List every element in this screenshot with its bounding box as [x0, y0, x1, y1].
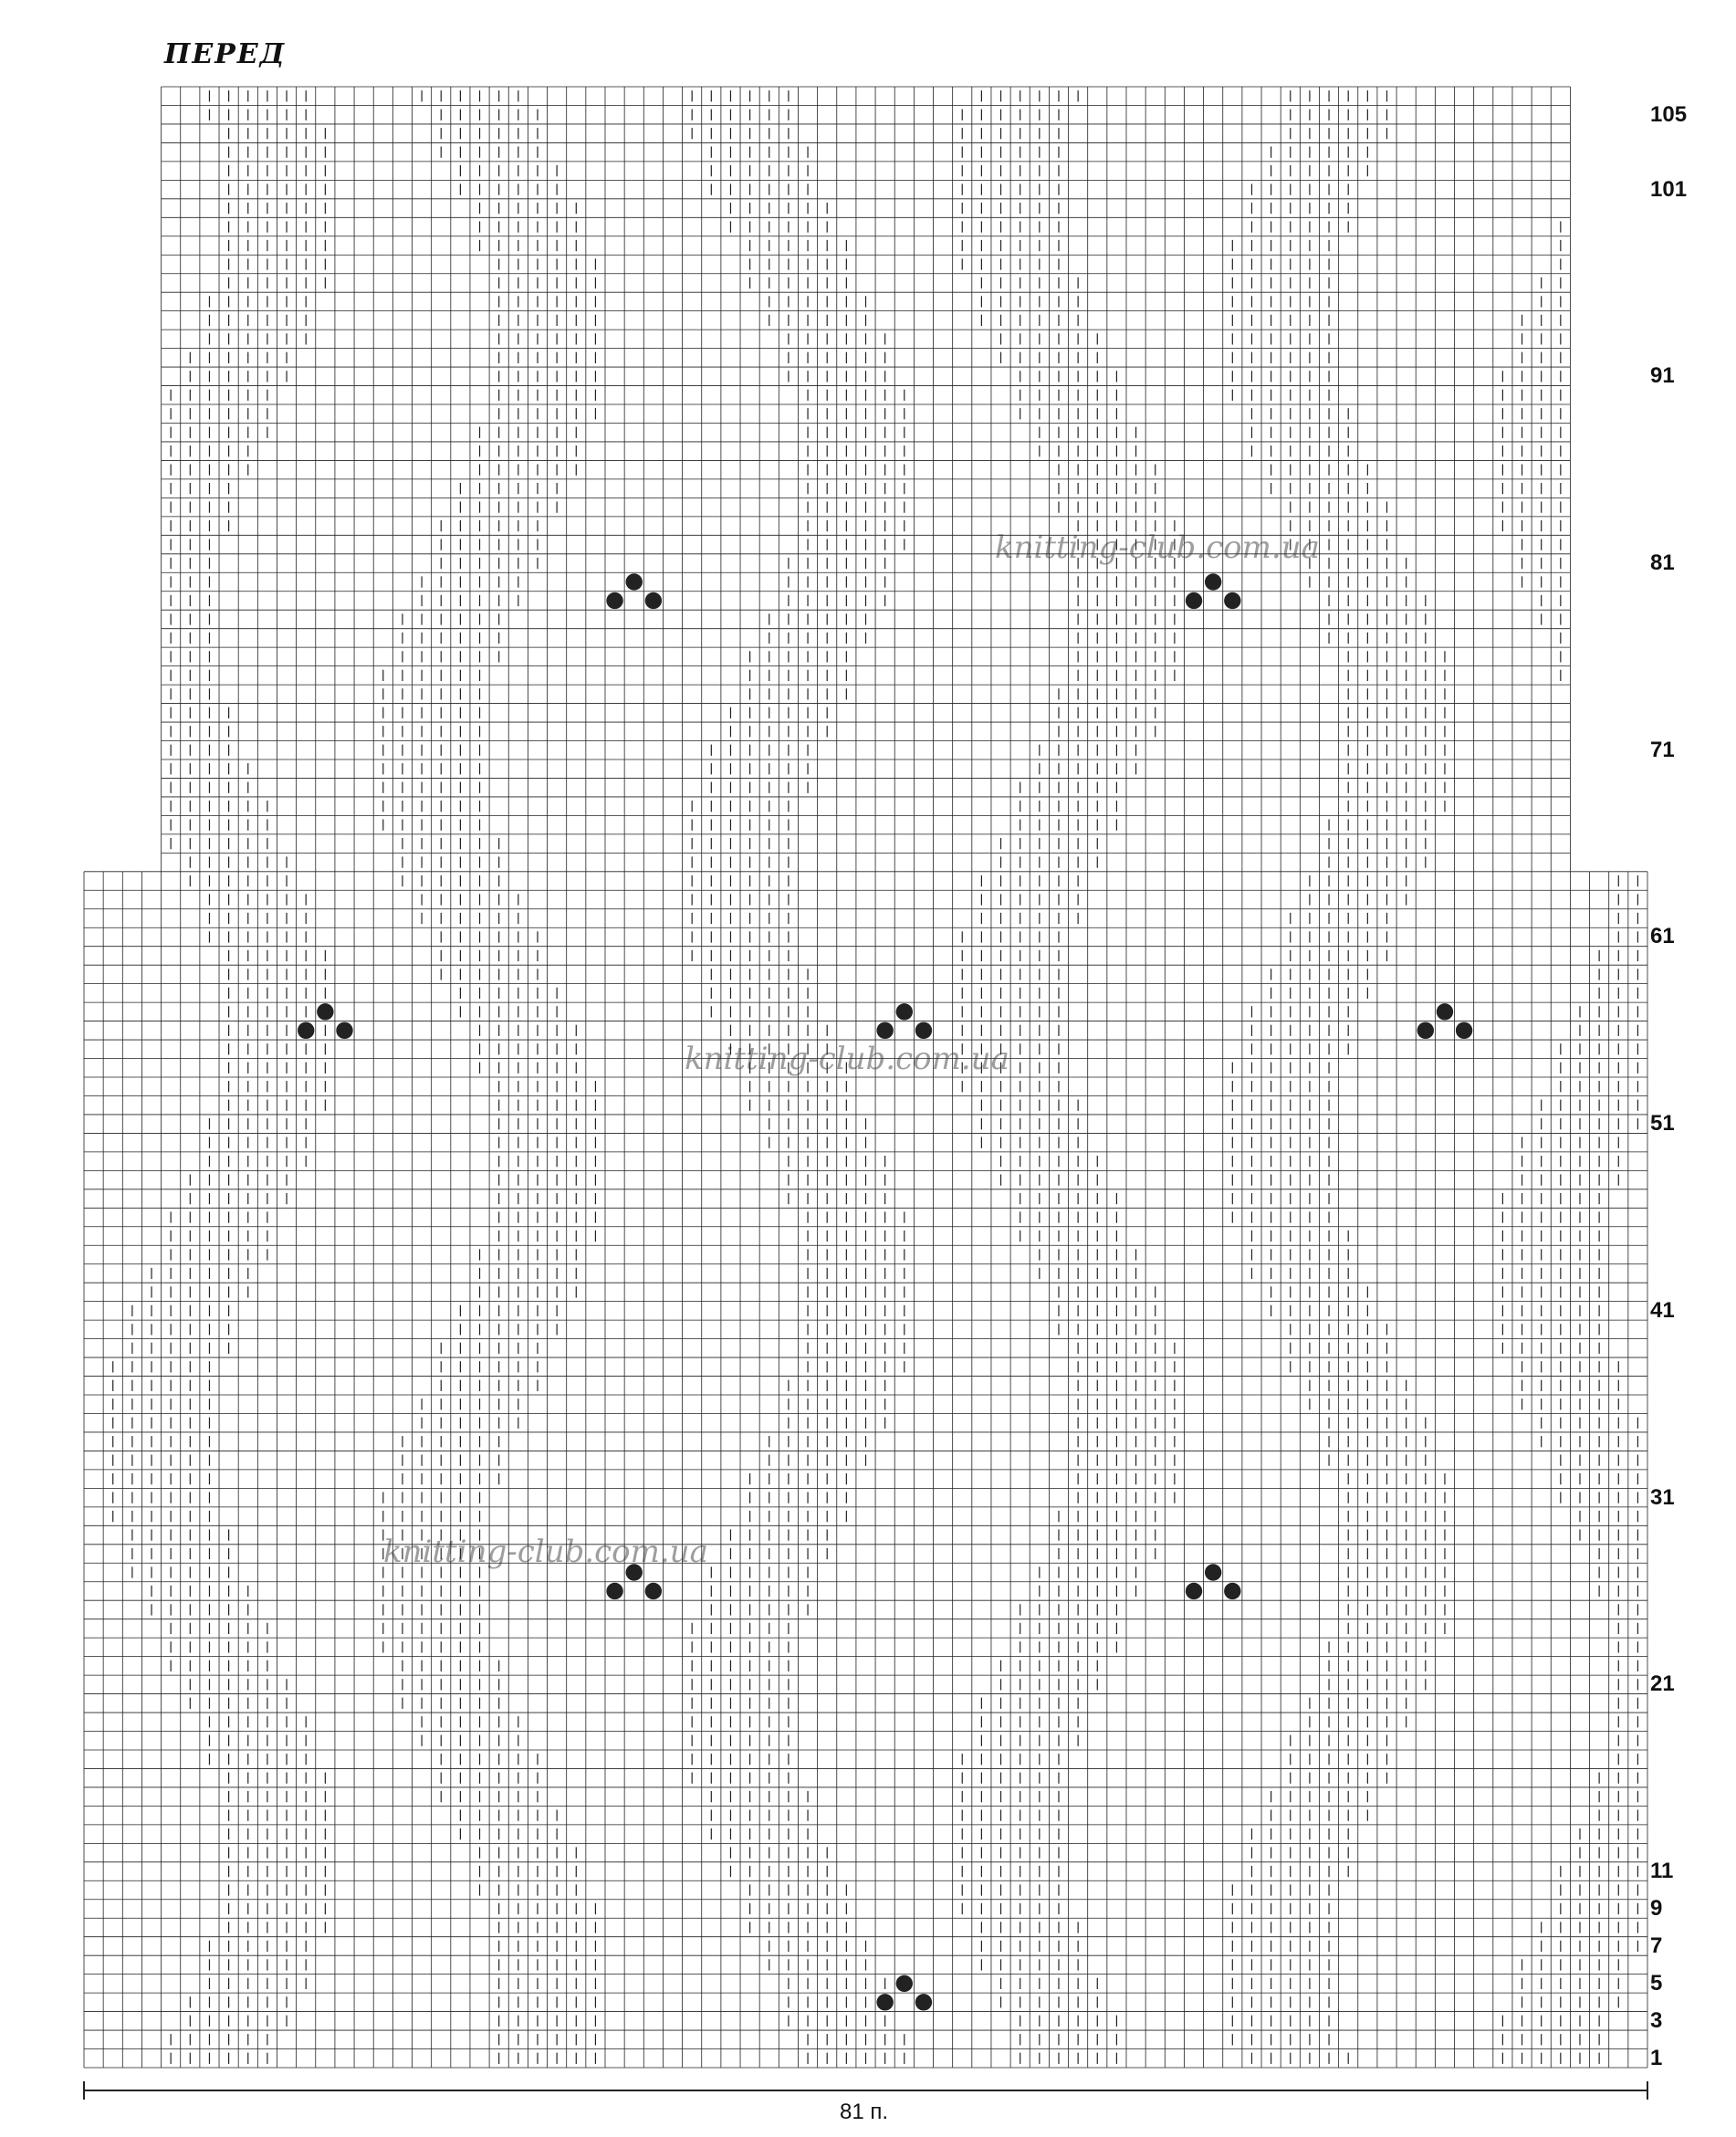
bobble-dot	[915, 1994, 933, 2011]
row-label: 105	[1650, 101, 1688, 127]
row-label: 21	[1650, 1671, 1675, 1697]
row-label: 81	[1650, 550, 1675, 576]
bobble-dot	[876, 1994, 894, 2011]
row-label: 71	[1650, 737, 1675, 762]
row-label: 31	[1650, 1484, 1675, 1510]
bobble-dot	[644, 592, 663, 610]
row-label: 11	[1650, 1859, 1674, 1884]
bobble-dot	[606, 592, 623, 610]
bobble-dot	[317, 1003, 334, 1021]
bobble-dot	[1185, 1582, 1203, 1600]
bobble-dot	[606, 1582, 623, 1600]
watermark: knitting-club.com.ua	[685, 1041, 1009, 1077]
row-label: 9	[1650, 1895, 1663, 1921]
bobble-dot	[876, 1021, 894, 1040]
bobble-dot	[915, 1021, 933, 1040]
bobble-dot	[1417, 1021, 1435, 1040]
row-label: 91	[1650, 363, 1675, 389]
bobble-dot	[1185, 592, 1203, 610]
row-label: 1	[1650, 2045, 1663, 2070]
bobble-dot	[1204, 573, 1222, 591]
bobble-dot	[895, 1975, 914, 1993]
row-label: 3	[1650, 2007, 1663, 2033]
watermark: knitting-club.com.ua	[383, 1534, 708, 1570]
watermark: knitting-club.com.ua	[995, 529, 1320, 566]
bobble-dot	[1224, 1582, 1241, 1600]
row-label: 101	[1650, 176, 1688, 202]
bobble-dot	[1436, 1003, 1454, 1021]
bobble-dot	[625, 573, 643, 591]
bobble-dot	[1204, 1564, 1222, 1581]
bobble-dot	[336, 1021, 353, 1040]
row-label: 41	[1650, 1297, 1675, 1323]
chart-title: ПЕРЕД	[164, 38, 287, 70]
bobble-dot	[1455, 1021, 1473, 1040]
bobble-dot	[895, 1003, 914, 1021]
bobble-dot	[625, 1564, 643, 1581]
bobble-dot	[644, 1582, 663, 1600]
row-label: 51	[1650, 1111, 1675, 1137]
stitch-count-label: 81 п.	[840, 2100, 889, 2124]
row-label: 5	[1650, 1970, 1663, 1996]
bobble-dot	[1224, 592, 1241, 610]
row-label: 7	[1650, 1933, 1663, 1958]
stitch-pattern	[112, 90, 1639, 2064]
row-label: 61	[1650, 924, 1675, 949]
bobble-dot	[297, 1021, 315, 1040]
